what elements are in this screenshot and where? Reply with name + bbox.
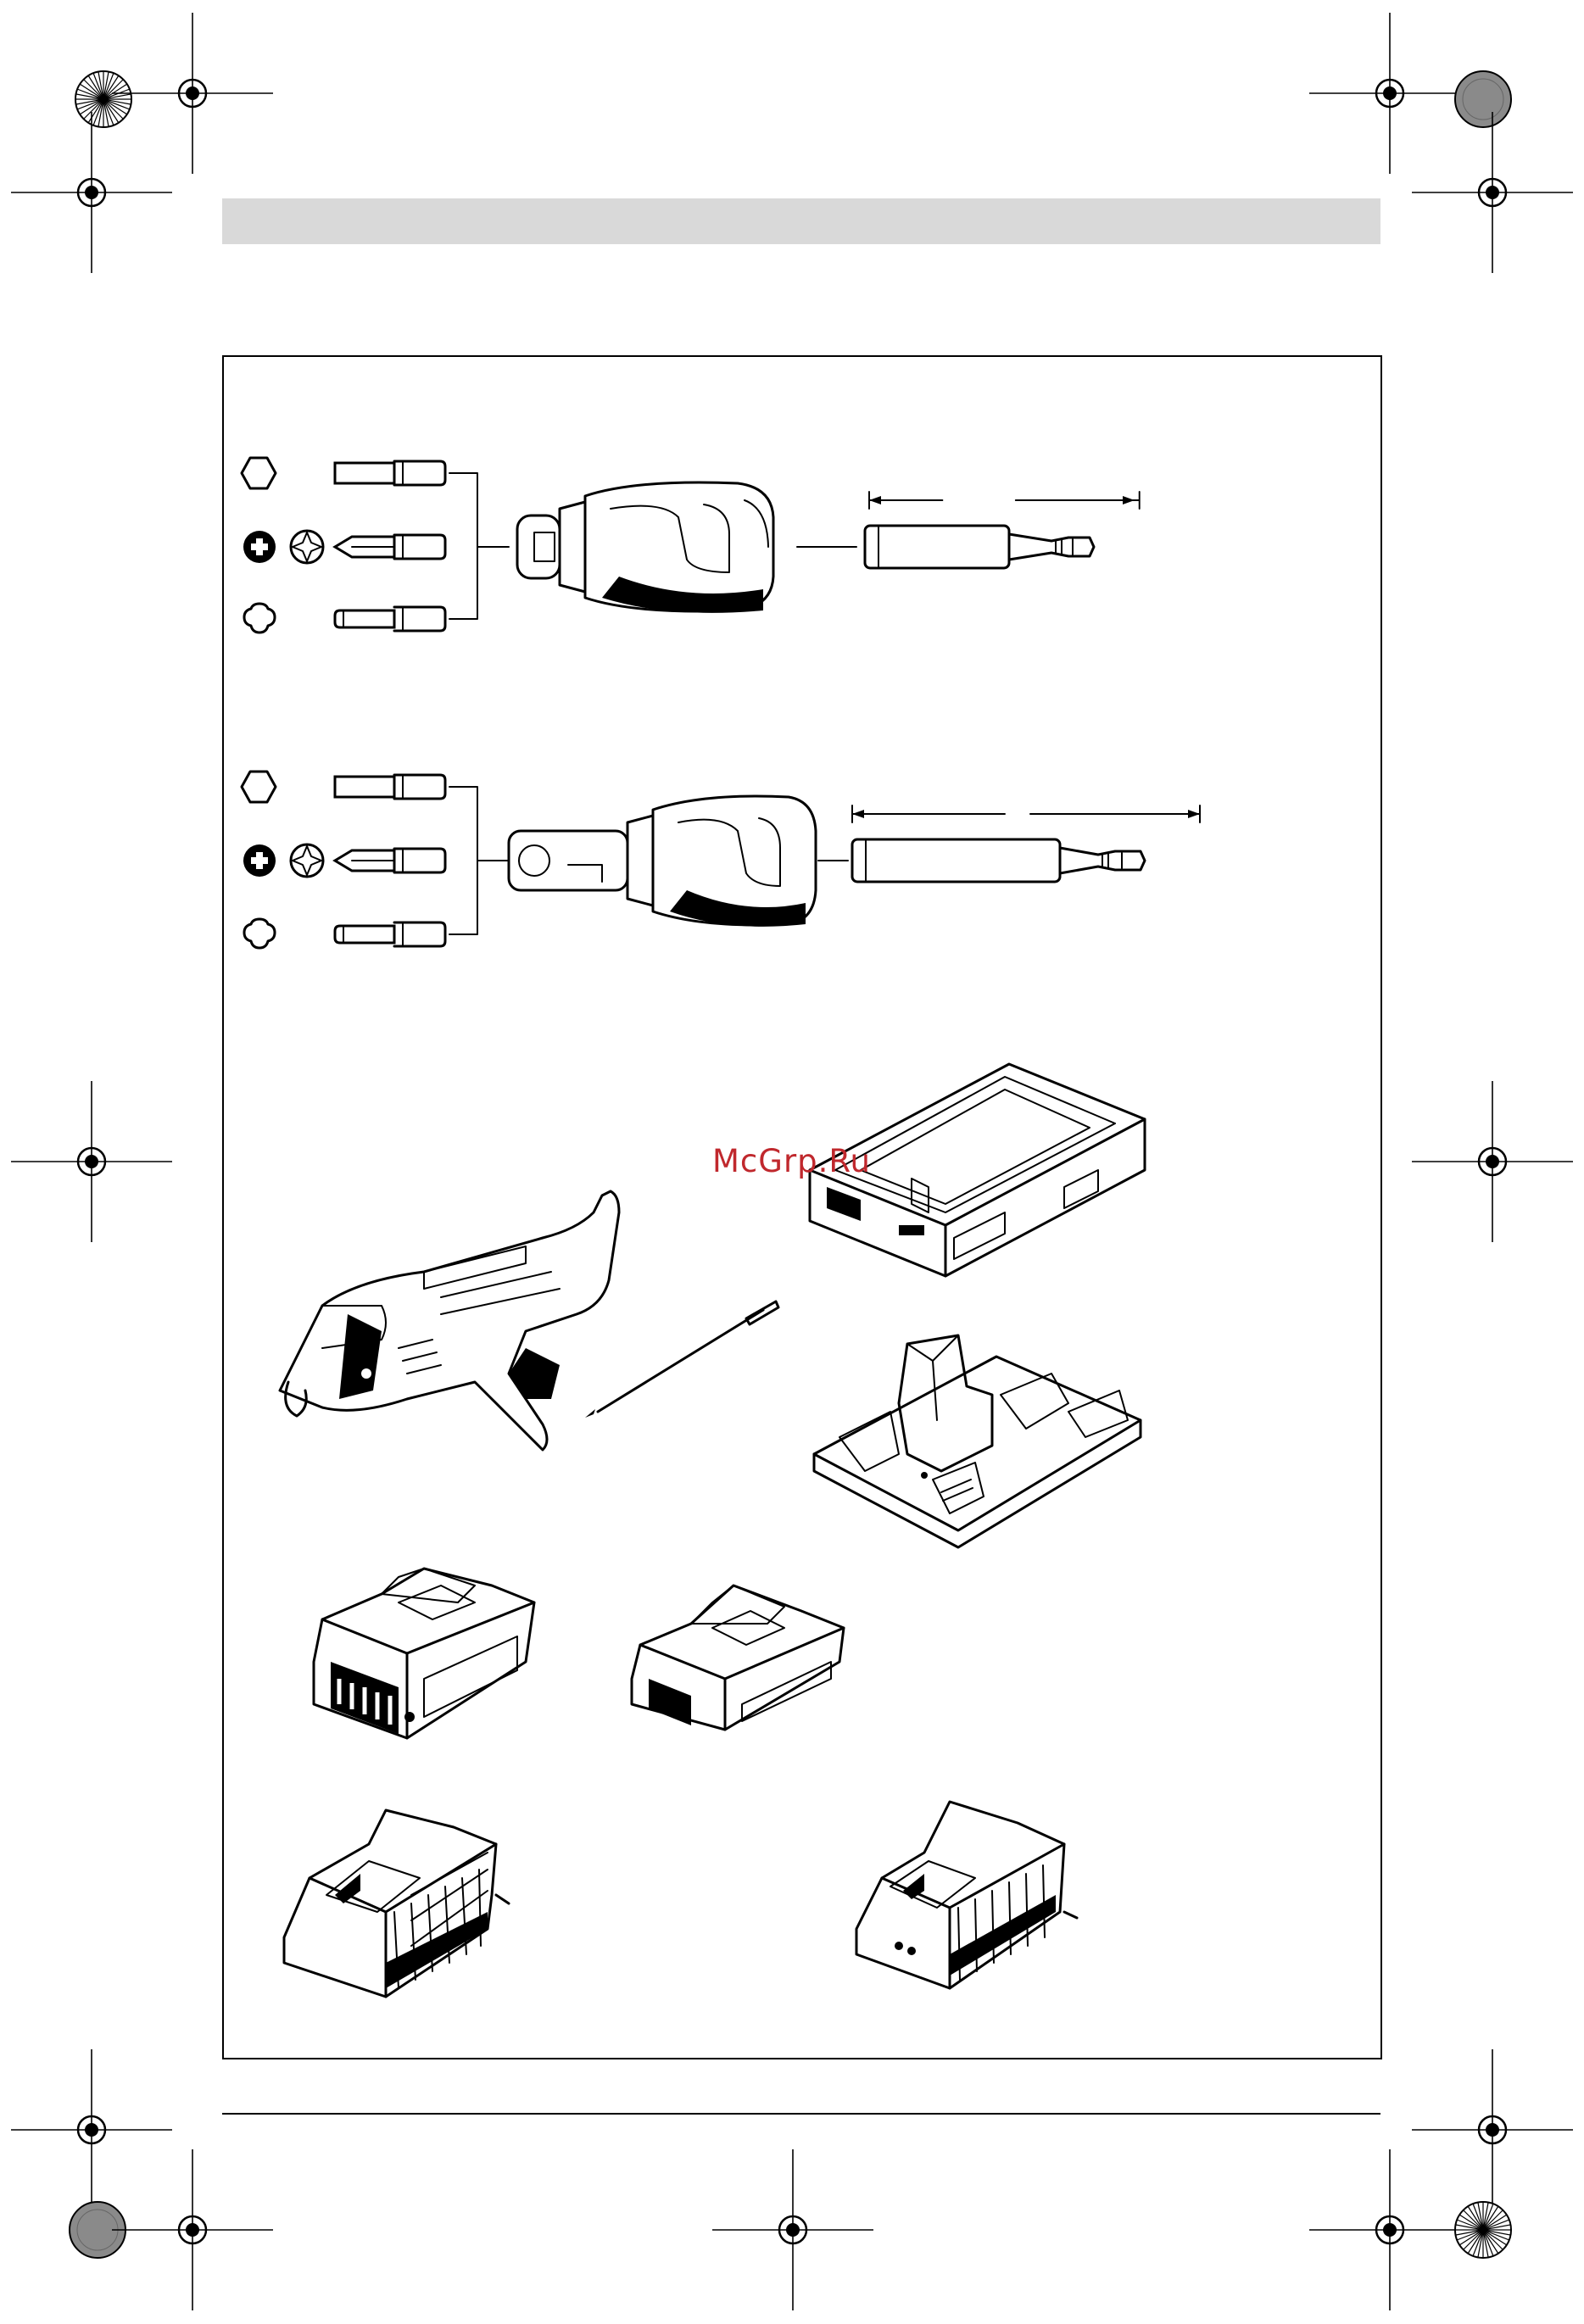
pozidriv-icon [291,844,323,877]
watermark-text: McGrp.Ru [712,1143,871,1179]
battery-compact [632,1586,844,1730]
bit-set-row-1 [242,458,509,633]
extension-long [852,805,1200,882]
phillips-icon [243,844,276,877]
extension-short [865,492,1140,568]
l-boxx-insert [814,1335,1141,1547]
hex-socket-icon [242,772,276,802]
charger-large [284,1810,509,1997]
hex-socket-icon [242,458,276,488]
bit-holder-long [509,796,816,927]
charger-compact [856,1802,1077,1988]
phillips-icon [243,531,276,563]
bit-holder-short [517,482,773,613]
drywall-magazine-attachment [280,1191,619,1450]
bit-set-row-2 [242,772,509,948]
torx-icon [244,919,275,948]
pozidriv-icon [291,531,323,563]
long-bit [585,1301,778,1418]
battery-large [314,1569,534,1738]
torx-icon [244,604,275,633]
